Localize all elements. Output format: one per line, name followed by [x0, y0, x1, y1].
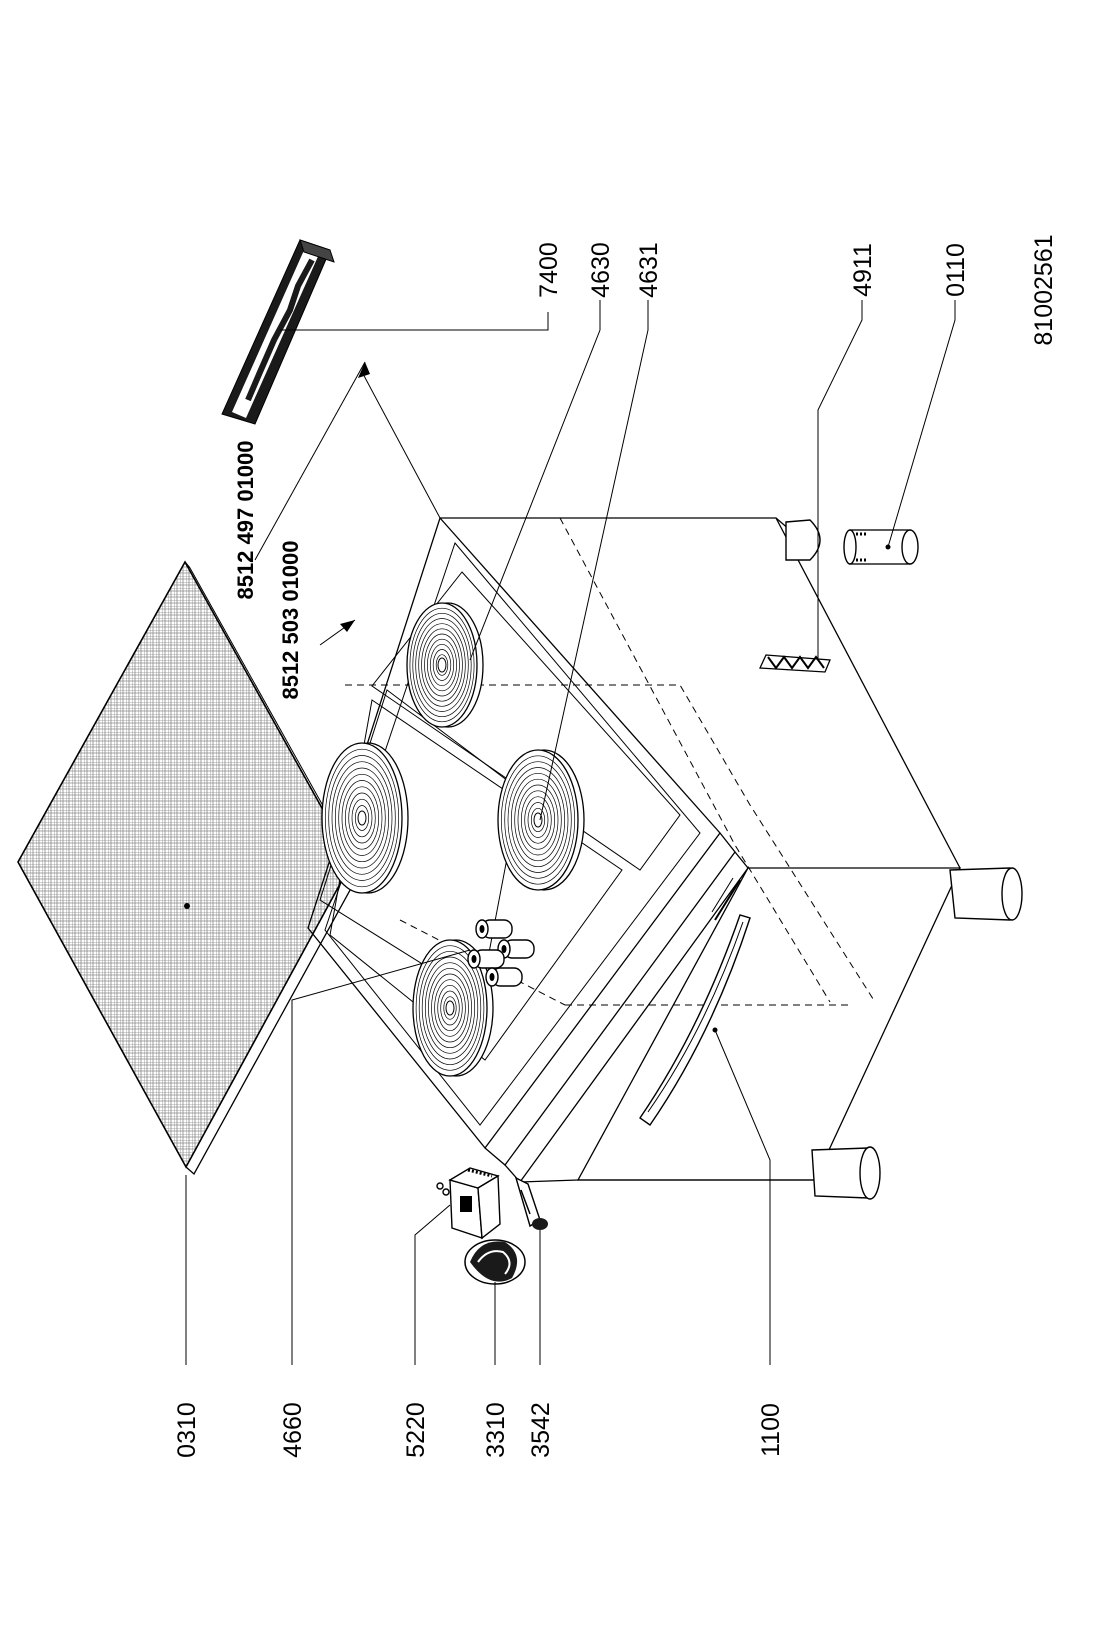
label-4630: 4630 — [587, 242, 615, 298]
switch-block — [436, 1167, 501, 1240]
ignition-lamp — [514, 1176, 548, 1230]
label-0110: 0110 — [942, 243, 970, 297]
hot-plate-rear-left — [321, 742, 409, 894]
label-3542: 3542 — [527, 1402, 555, 1458]
drawing-number: 81002561 — [1030, 234, 1058, 345]
part-number-8512-497: 8512 497 01000 — [233, 440, 258, 599]
glass-top-panel — [17, 560, 361, 1176]
oven-door-handle — [639, 914, 751, 1126]
part-number-8512-503: 8512 503 01000 — [278, 540, 303, 699]
part-labels: 0310 4660 5220 3310 3542 1100 7400 4630 … — [173, 234, 1058, 1457]
label-4911: 4911 — [849, 243, 877, 297]
control-knobs — [467, 919, 535, 987]
label-0310: 0310 — [173, 1402, 201, 1458]
label-4660: 4660 — [279, 1402, 307, 1458]
label-7400: 7400 — [535, 242, 563, 298]
door-hinge-clip — [759, 654, 831, 673]
knob-cap — [464, 1239, 526, 1285]
label-1100: 1100 — [757, 1403, 785, 1457]
brand-logo — [711, 877, 741, 921]
hot-plate-rear-right — [406, 602, 484, 728]
cooker-feet — [785, 519, 1023, 1200]
label-5220: 5220 — [402, 1402, 430, 1458]
hot-plates — [321, 602, 585, 1077]
leader-lines — [185, 300, 956, 1365]
label-4631: 4631 — [635, 242, 663, 298]
label-3310: 3310 — [482, 1402, 510, 1458]
hot-plate-front-right — [497, 749, 585, 891]
adjustable-foot — [843, 529, 919, 565]
rear-trim-profile — [221, 239, 335, 425]
cooker-body — [307, 516, 1023, 1200]
hot-plate-front-left — [412, 939, 494, 1077]
